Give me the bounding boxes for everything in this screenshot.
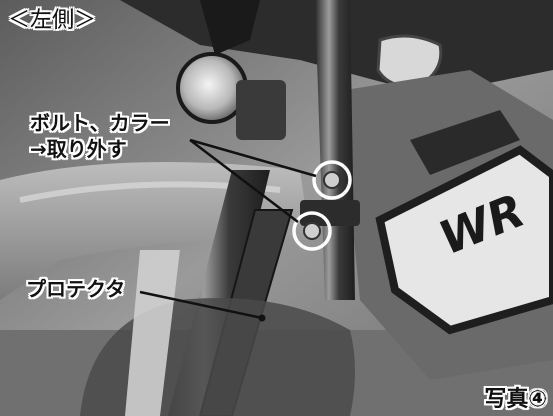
left-fork-leg: [125, 250, 180, 416]
handguard: [200, 0, 260, 55]
headlight-bracket: [236, 80, 286, 140]
protector-label: プロテクタ: [26, 277, 126, 301]
protector-marker: [258, 314, 266, 322]
bolt-lower-callout: [292, 211, 332, 251]
leader-line-bolt-lower: [189, 139, 299, 223]
side-label: ＜左側＞: [8, 8, 97, 33]
headlight: [176, 52, 248, 124]
bolt-collar-label: ボルト、カラー: [30, 111, 170, 135]
leader-line-bolt-upper: [189, 138, 317, 178]
turn-signal: [376, 34, 443, 88]
remove-instruction-label: →取り外す: [30, 137, 127, 161]
fork-clamp: [300, 200, 360, 226]
bolt-lower: [303, 222, 321, 240]
photo-number: 写真④: [484, 386, 547, 412]
bolt-upper-callout: [312, 160, 352, 200]
leader-line-protector: [139, 290, 263, 320]
plate-white-panel: [375, 145, 553, 335]
bolt-upper: [323, 171, 341, 189]
plate-dark-stripe: [410, 110, 520, 175]
